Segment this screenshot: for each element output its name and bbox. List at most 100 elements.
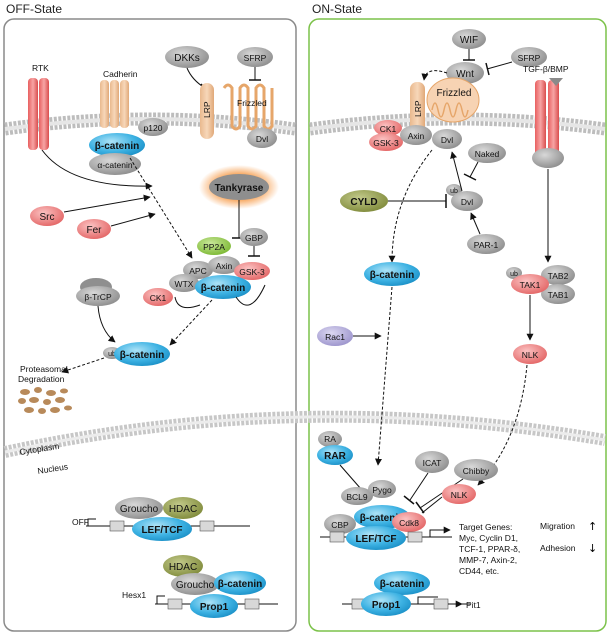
- cadherin-receptor: [100, 80, 129, 128]
- beta-catenin-free-label: β-catenin: [370, 270, 414, 281]
- rar-label: RAR: [324, 451, 346, 462]
- groucho-label-prop1-off: Groucho: [176, 580, 215, 591]
- axin-protein-off: [208, 256, 240, 274]
- migration-arrow-icon: ↑: [588, 520, 597, 533]
- prop1-label-off: Prop1: [200, 602, 229, 613]
- lef-tcf-protein-off: [132, 517, 192, 541]
- rac1-protein: [317, 326, 353, 346]
- axin-protein-on: [400, 125, 432, 145]
- nucleus-label: Nucleus: [37, 461, 69, 476]
- rtk-label: RTK: [32, 63, 49, 73]
- wtx-protein: [169, 274, 199, 292]
- lef-tcf-label-on: LEF/TCF: [355, 534, 396, 545]
- tab1-label: TAB1: [548, 290, 569, 300]
- hdac-protein-off: [163, 497, 203, 519]
- sfrp-protein-off: [237, 47, 273, 67]
- cdk8-label: Cdk8: [399, 518, 419, 528]
- target-genes-line-2: TCF-1, PPAR-δ,: [459, 544, 520, 554]
- target-genes-line-3: MMP-7, Axin-2,: [459, 555, 517, 565]
- naked-protein: [468, 143, 506, 163]
- beta-catenin-complex-off: [195, 275, 251, 299]
- ck1-protein-on: [374, 120, 402, 136]
- gsk3-protein-off: [234, 262, 270, 280]
- icat-label: ICAT: [423, 458, 442, 468]
- ck1-label-on: CK1: [380, 124, 397, 134]
- apc-protein: [183, 261, 213, 279]
- dvl-label-off: Dvl: [256, 134, 268, 144]
- adhesion-arrow-icon: ↓: [588, 542, 597, 555]
- cyld-label: CYLD: [350, 197, 377, 208]
- dvl-protein-on: [432, 129, 462, 149]
- cadherin-label: Cadherin: [103, 69, 138, 79]
- dvl-label-on: Dvl: [441, 135, 453, 145]
- icat-protein: [415, 451, 449, 473]
- dvl-label-cyto: Dvl: [461, 197, 473, 207]
- prop1-protein-on: [361, 592, 411, 616]
- wtx-label: WTX: [175, 279, 194, 289]
- off-state-title: OFF-State: [6, 2, 62, 16]
- nuclear-membrane-inner: [4, 415, 606, 454]
- ck1-protein-off: [143, 288, 173, 306]
- tak1-label: TAK1: [520, 280, 541, 290]
- ub-label-off: ub: [108, 351, 116, 358]
- gbp-protein: [240, 228, 268, 246]
- beta-catenin-complex-label: β-catenin: [201, 283, 245, 294]
- dvl-protein-off: [247, 128, 277, 148]
- on-state-title: ON-State: [312, 2, 362, 16]
- axin-label-on: Axin: [408, 131, 425, 141]
- ck1-label-off: CK1: [150, 293, 167, 303]
- cdk8-protein: [392, 512, 426, 532]
- groucho-protein-prop1-off: [171, 573, 219, 595]
- lrp-label-on: LRP: [413, 100, 423, 117]
- lrp-receptor-on: [410, 82, 425, 138]
- nlk-protein-cyto: [513, 344, 547, 364]
- hdac-label-prop1-off: HDAC: [169, 562, 197, 573]
- pp2a-label: PP2A: [203, 242, 225, 252]
- degradation-fragments: [18, 387, 72, 414]
- wnt-label: Wnt: [456, 69, 474, 80]
- rac1-label: Rac1: [325, 332, 345, 342]
- beta-catenin-prop1-off: [214, 571, 266, 595]
- beta-catenin-free-on: [364, 262, 420, 286]
- gsk3-label-on: GSK-3: [373, 138, 399, 148]
- cbp-protein: [324, 514, 356, 534]
- nlk-label-cyto: NLK: [522, 350, 539, 360]
- apc-label: APC: [189, 266, 206, 276]
- tak1-protein: [511, 274, 549, 294]
- frizzled-label-off: Frizzled: [237, 98, 267, 108]
- tgf-bmp-receptor: [535, 78, 563, 158]
- ub-label-tak1: ub: [510, 271, 518, 278]
- proteasomal-label-2: Degradation: [18, 374, 65, 384]
- beta-catenin-prop1-label-on: β-catenin: [380, 579, 424, 590]
- frizzled-receptor-off: [222, 83, 274, 131]
- chibby-protein: [454, 459, 498, 481]
- dkks-protein: [165, 46, 209, 68]
- tab2-protein: [541, 265, 575, 285]
- src-label: Src: [40, 212, 55, 223]
- p120-label: p120: [144, 123, 163, 133]
- alpha-catenin-protein: [89, 153, 141, 175]
- bcl9-label: BCL9: [346, 492, 368, 502]
- nlk-protein-nuc: [442, 484, 476, 504]
- target-genes-line-0: Target Genes:: [459, 522, 512, 532]
- sfrp-label-off: SFRP: [244, 53, 267, 63]
- beta-catenin-ub-label: β-catenin: [120, 350, 164, 361]
- fer-label: Fer: [87, 225, 103, 236]
- frizzled-label-on: Frizzled: [436, 88, 471, 99]
- ub-tag-tak1: [506, 267, 522, 279]
- beta-catenin-prop1-label-off: β-catenin: [218, 579, 262, 590]
- prop1-label-on: Prop1: [372, 600, 401, 611]
- nlk-label-nuc: NLK: [451, 490, 468, 500]
- gsk3-label-off: GSK-3: [239, 267, 265, 277]
- sfrp-label-on: SFRP: [518, 53, 541, 63]
- alpha-catenin-label: α-catenin: [97, 160, 132, 170]
- prop1-protein-off: [190, 594, 238, 618]
- lef-tcf-label-off: LEF/TCF: [141, 525, 182, 536]
- src-protein: [30, 206, 64, 226]
- hdac-label-off: HDAC: [169, 504, 197, 515]
- fer-protein: [77, 219, 111, 239]
- gsk3-protein-on: [369, 133, 403, 151]
- par1-label: PAR-1: [474, 240, 499, 250]
- hdac-protein-prop1-off: [163, 555, 203, 577]
- tab1-protein: [541, 284, 575, 304]
